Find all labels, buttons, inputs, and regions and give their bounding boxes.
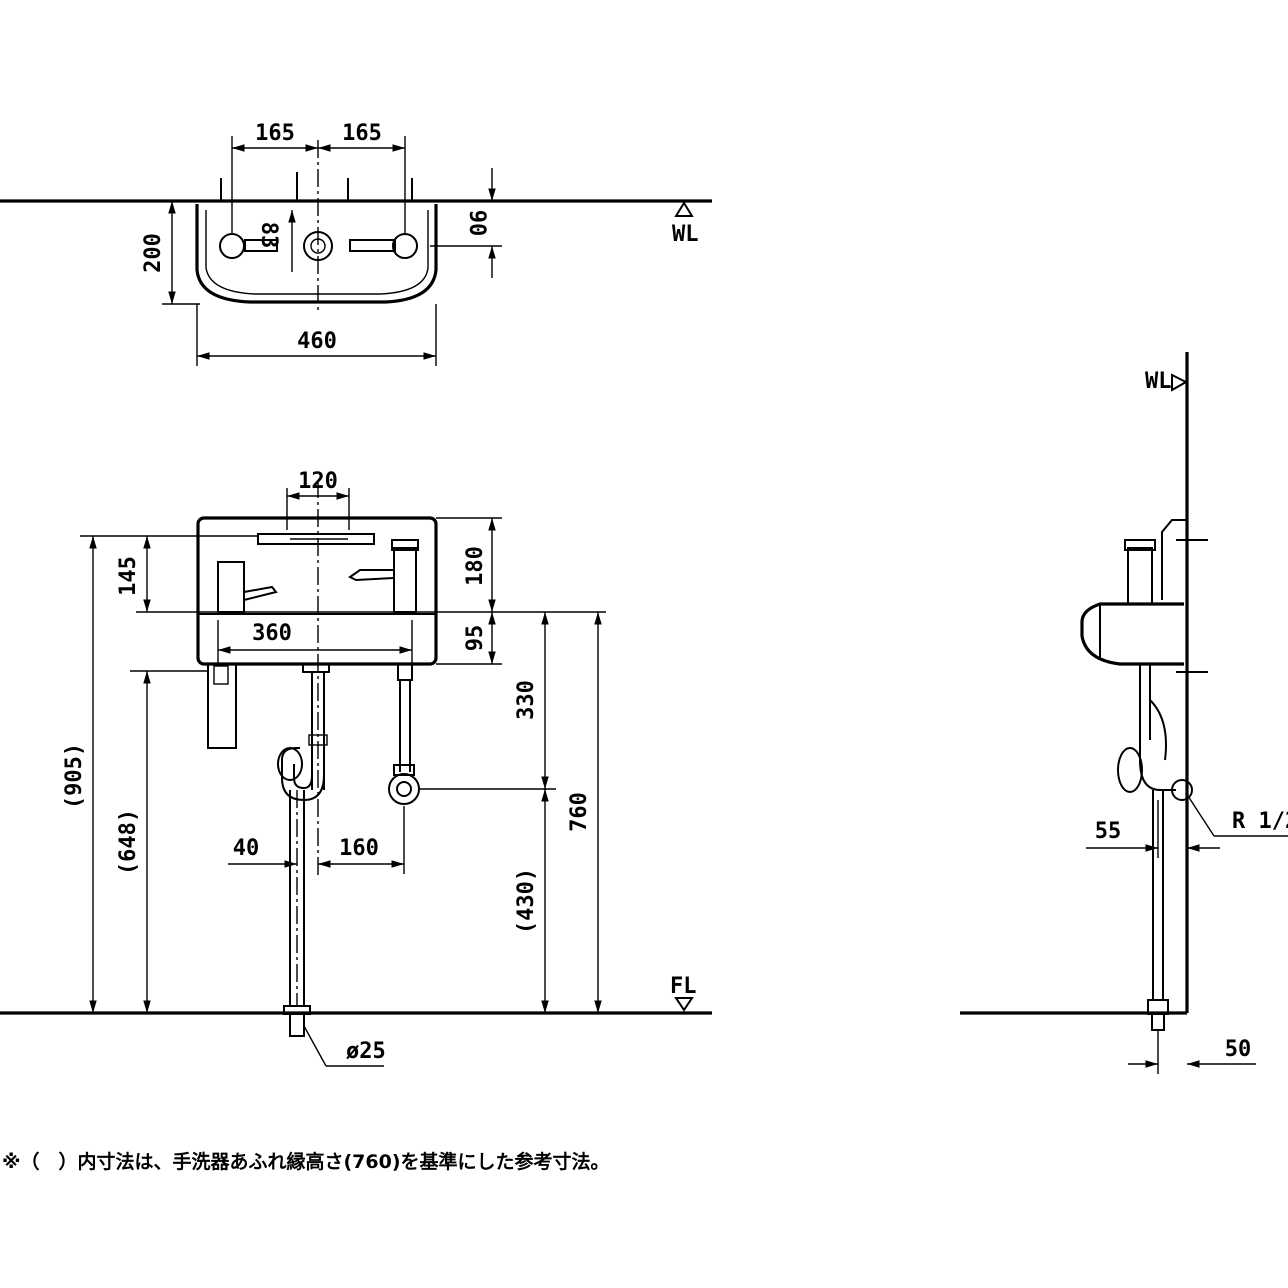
side-trap	[1117, 747, 1143, 793]
front-stop-valve	[388, 773, 420, 805]
front-view: 120 145 (905) (648) 360 180 95 330	[0, 469, 712, 1067]
dim-460: 460	[297, 329, 337, 354]
dim-648: (648)	[116, 809, 141, 875]
front-bracket	[207, 663, 237, 749]
front-top-fixture	[257, 533, 375, 545]
wl-label-side: WL	[1145, 369, 1172, 394]
side-faucet	[1127, 547, 1153, 605]
dim-50: 50	[1225, 1037, 1252, 1062]
dim-55: 55	[1095, 819, 1122, 844]
dim-83: 83	[256, 222, 281, 249]
dim-160: 160	[339, 836, 379, 861]
dim-330: 330	[514, 680, 539, 720]
wl-side-marker-icon	[1171, 373, 1189, 392]
plan-left-lever	[244, 239, 278, 252]
dim-95: 95	[463, 625, 488, 652]
dim-360: 360	[252, 621, 292, 646]
plan-faucet-lever	[349, 239, 396, 252]
footnote: ※（ ）内寸法は、手洗器あふれ縁高さ(760)を基準にした参考寸法。	[2, 1150, 610, 1173]
dim-drain: ø25	[346, 1039, 386, 1064]
wl-label-plan: WL	[672, 222, 699, 247]
wl-marker-icon	[674, 201, 694, 217]
dim-120: 120	[298, 469, 338, 494]
dim-90: 90	[464, 210, 489, 237]
dim-905: (905)	[62, 743, 87, 809]
fl-label: FL	[670, 974, 697, 999]
dim-145: 145	[116, 556, 141, 596]
dim-165-left: 165	[255, 121, 295, 146]
front-faucet	[393, 547, 417, 613]
dim-40: 40	[233, 836, 260, 861]
side-view: WL R 1/2 55 50	[960, 352, 1288, 1074]
dim-180: 180	[463, 546, 488, 586]
fl-marker-icon	[674, 997, 694, 1012]
side-basin	[1080, 602, 1184, 666]
plan-view: 165 165 200 83 90 460 WL	[0, 121, 712, 366]
side-supply-connection	[1171, 779, 1193, 801]
dim-165-right: 165	[342, 121, 382, 146]
plan-right-fixture	[392, 233, 418, 259]
r-half-label: R 1/2	[1232, 809, 1288, 834]
plan-left-fixture	[219, 233, 245, 259]
front-left-valve	[217, 561, 245, 613]
dim-760: 760	[567, 792, 592, 832]
dim-200: 200	[141, 233, 166, 273]
dim-430: (430)	[514, 868, 539, 934]
